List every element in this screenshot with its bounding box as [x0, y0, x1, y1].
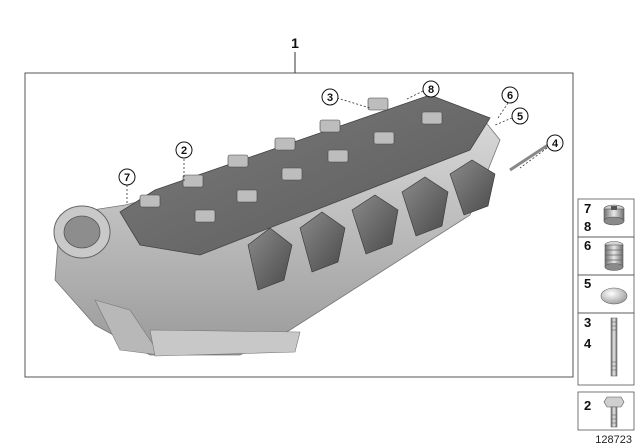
legend-number-2: 2 — [584, 398, 591, 413]
callout-3: 3 — [321, 88, 371, 109]
svg-text:2: 2 — [181, 145, 187, 157]
legend-number-8: 8 — [584, 219, 591, 234]
legend-number-7: 7 — [584, 201, 591, 216]
threaded-plug-icon — [604, 241, 624, 271]
callout-8: 8 — [404, 80, 440, 101]
main-callout-label: 1 — [291, 35, 299, 51]
callout-2: 2 — [175, 141, 193, 182]
callout-7: 7 — [118, 168, 136, 205]
svg-text:5: 5 — [517, 111, 523, 123]
plug-screw-icon — [603, 204, 625, 226]
hex-bolt-icon — [603, 396, 625, 428]
callout-5: 5 — [494, 107, 529, 126]
cylinder-head-illustration — [53, 94, 549, 357]
svg-text:4: 4 — [552, 138, 559, 150]
legend-number-6: 6 — [584, 238, 591, 253]
legend-box-2 — [577, 391, 635, 431]
cap-plug-icon — [600, 287, 628, 305]
legend-number-4: 4 — [584, 336, 592, 351]
svg-text:8: 8 — [428, 84, 434, 96]
callout-6: 6 — [497, 86, 519, 119]
document-id: 128723 — [595, 434, 632, 446]
diagram-frame — [24, 72, 574, 378]
svg-text:3: 3 — [327, 92, 333, 104]
callout-4: 4 — [519, 134, 564, 169]
stud-bolt-icon — [610, 317, 618, 377]
legend-number-3: 3 — [584, 315, 591, 330]
legend-box-3-4 — [577, 312, 635, 386]
svg-text:6: 6 — [507, 90, 513, 102]
parts-legend: 7 8 6 5 3 4 — [577, 198, 635, 431]
legend-number-5: 5 — [584, 276, 591, 291]
svg-text:7: 7 — [124, 172, 130, 184]
